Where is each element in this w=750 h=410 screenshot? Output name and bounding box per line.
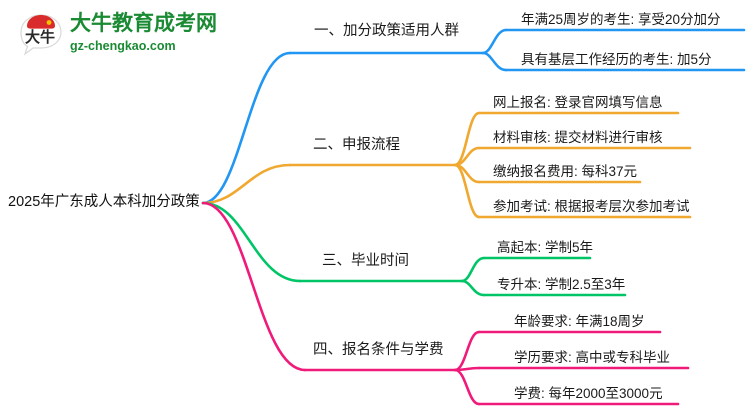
connector-branch-4-child-3 (453, 368, 481, 406)
leaf-node-1-1[interactable]: 年满25周岁的考生: 享受20分加分 (521, 11, 721, 29)
site-logo[interactable]: 大牛 大牛教育成考网 gz-chengkao.com (18, 10, 233, 58)
leaf-node-2-1[interactable]: 网上报名: 登录官网填写信息 (493, 94, 663, 112)
branch-2-label: 二、申报流程 (313, 137, 400, 153)
branch-node-2[interactable]: 二、申报流程 (313, 136, 400, 154)
root-label: 2025年广东成人本科加分政策 (8, 194, 200, 210)
branch-1-label: 一、加分政策适用人群 (314, 23, 459, 39)
leaf-node-4-3[interactable]: 学费: 每年2000至3000元 (514, 385, 663, 403)
connector-branch-4-child-1 (453, 330, 481, 372)
leaf-3-2-label: 专升本: 学制2.5至3年 (497, 277, 626, 292)
leaf-1-1-label: 年满25周岁的考生: 享受20分加分 (521, 12, 721, 27)
logo-text-block: 大牛教育成考网 gz-chengkao.com (70, 12, 217, 54)
leaf-2-3-label: 缴纳报名费用: 每科37元 (493, 164, 638, 179)
leaf-2-1-label: 网上报名: 登录官网填写信息 (493, 95, 663, 110)
leaf-node-4-1[interactable]: 年龄要求: 年满18周岁 (514, 313, 645, 331)
logo-title: 大牛教育成考网 (70, 12, 217, 35)
leaf-3-1-label: 高起本: 学制5年 (497, 240, 594, 255)
leaf-2-4-label: 参加考试: 根据报考层次参加考试 (493, 199, 690, 214)
connector-root-branch-4 (201, 201, 307, 372)
leaf-node-1-2[interactable]: 具有基层工作经历的考生: 加5分 (521, 51, 712, 69)
connector-branch-3-child-2 (460, 279, 486, 297)
branch-node-4[interactable]: 四、报名条件与学费 (313, 341, 444, 359)
connector-branch-1-child-1 (481, 28, 508, 55)
leaf-node-3-1[interactable]: 高起本: 学制5年 (497, 239, 593, 257)
connector-root-branch-3 (201, 201, 302, 283)
logo-subtitle: gz-chengkao.com (70, 39, 176, 53)
leaf-1-2-label: 具有基层工作经历的考生: 加5分 (521, 52, 712, 67)
connector-root-branch-2 (201, 163, 292, 205)
branch-3-label: 三、毕业时间 (322, 253, 409, 269)
leaf-node-2-3[interactable]: 缴纳报名费用: 每科37元 (493, 163, 637, 181)
branch-4-label: 四、报名条件与学费 (313, 342, 444, 358)
connector-root-branch-1 (201, 51, 292, 205)
leaf-node-2-2[interactable]: 材料审核: 提交材料进行审核 (493, 129, 663, 147)
connector-branch-2-child-4 (453, 163, 481, 219)
speech-bubble-logo-icon: 大牛 (20, 14, 62, 56)
connector-branch-1-child-2 (481, 51, 508, 72)
branch-node-1[interactable]: 一、加分政策适用人群 (314, 22, 459, 40)
leaf-4-2-label: 学历要求: 高中或专科毕业 (514, 350, 671, 365)
connector-branch-3-child-1 (460, 256, 486, 283)
svg-text:大牛: 大牛 (25, 28, 55, 46)
leaf-node-3-2[interactable]: 专升本: 学制2.5至3年 (497, 276, 625, 294)
branch-node-3[interactable]: 三、毕业时间 (322, 252, 409, 270)
leaf-4-1-label: 年龄要求: 年满18周岁 (514, 314, 645, 329)
leaf-2-2-label: 材料审核: 提交材料进行审核 (493, 130, 663, 145)
leaf-node-4-2[interactable]: 学历要求: 高中或专科毕业 (514, 349, 670, 367)
leaf-node-2-4[interactable]: 参加考试: 根据报考层次参加考试 (493, 198, 690, 216)
leaf-4-3-label: 学费: 每年2000至3000元 (514, 386, 663, 401)
mindmap-root-node[interactable]: 2025年广东成人本科加分政策 (8, 193, 200, 211)
